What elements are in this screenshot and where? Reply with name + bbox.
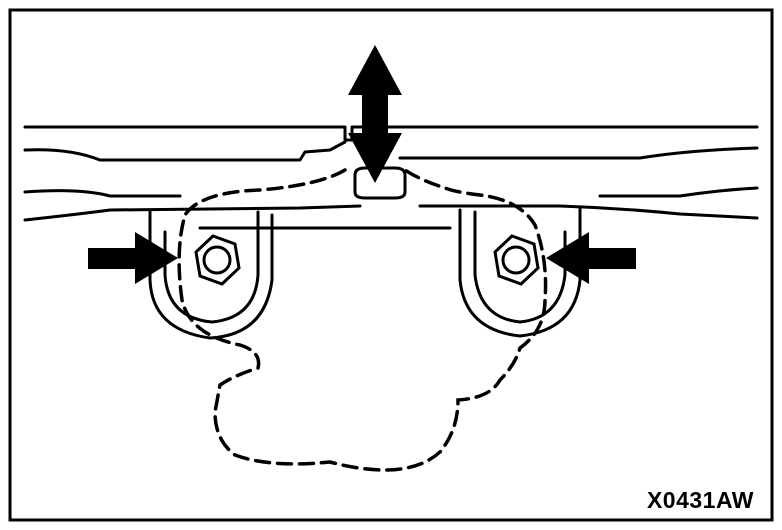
figure-border	[8, 8, 774, 522]
bolt-icon	[493, 234, 540, 286]
arrow-right-icon	[88, 232, 178, 284]
bolt-icon	[194, 234, 241, 286]
arrow-left-icon	[546, 232, 636, 284]
center-stud	[353, 166, 407, 200]
figure-code: X0431AW	[646, 487, 754, 513]
left-bracket	[148, 210, 274, 340]
crossmember	[23, 125, 759, 230]
component-outline-dashed	[177, 168, 548, 472]
right-bracket	[458, 208, 582, 338]
double-arrow-icon	[348, 45, 402, 183]
